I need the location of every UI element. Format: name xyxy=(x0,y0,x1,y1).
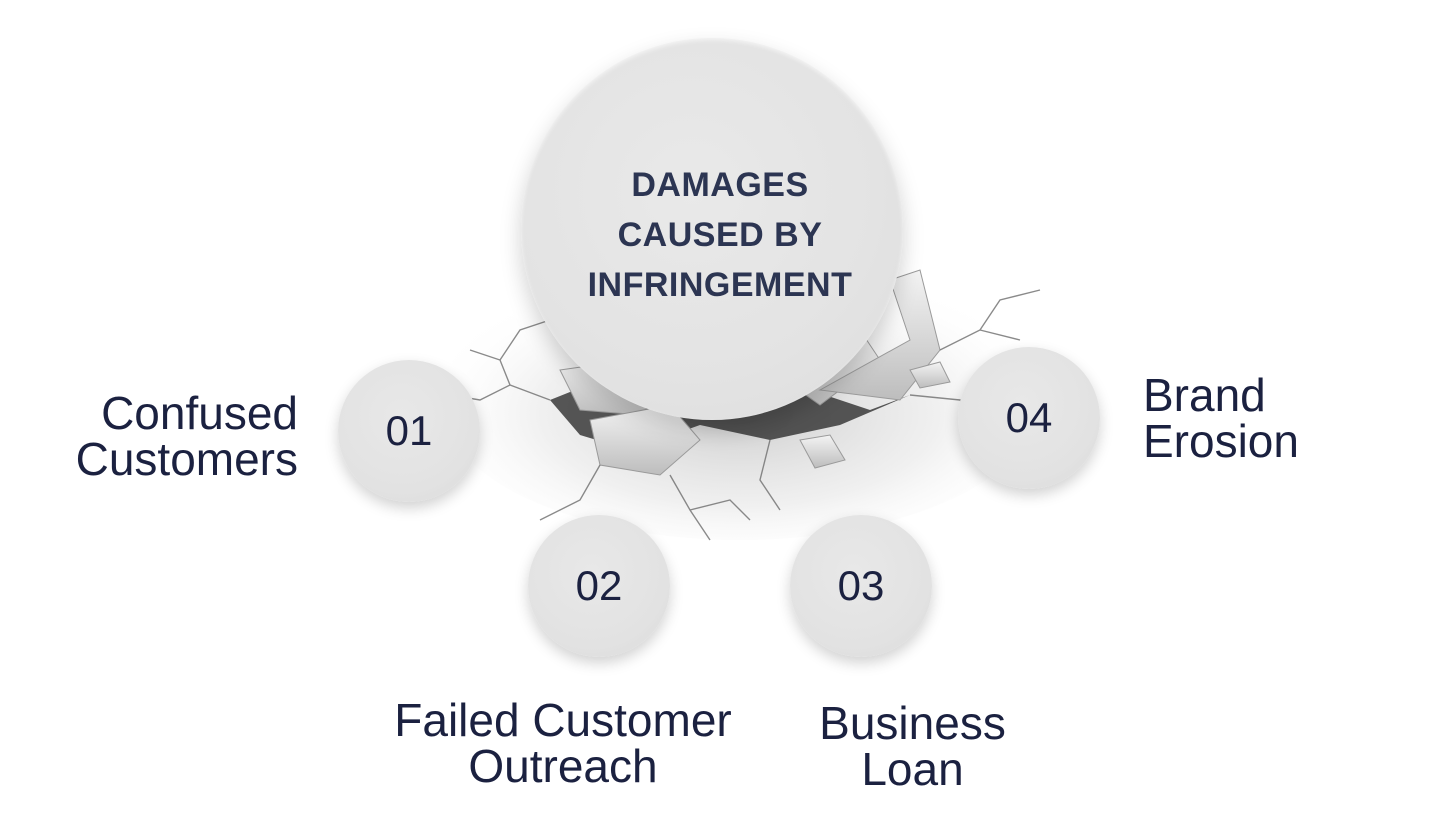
item-02-circle: 02 xyxy=(528,515,670,657)
central-circle xyxy=(521,38,903,420)
item-01-label: Confused Customers xyxy=(76,390,298,482)
item-03-label: Business Loan xyxy=(805,700,1020,792)
item-04-label-line-1: Brand xyxy=(1143,369,1266,421)
item-01-label-line-1: Confused xyxy=(101,387,298,439)
item-02-label-line-1: Failed Customer xyxy=(394,694,732,746)
item-02-label: Failed Customer Outreach xyxy=(383,697,743,789)
item-03-label-line-2: Loan xyxy=(861,743,964,795)
item-01-circle: 01 xyxy=(338,360,480,502)
item-04-number: 04 xyxy=(1005,394,1053,441)
diagram-title: DAMAGES CAUSED BY INFRINGEMENT xyxy=(587,166,853,304)
item-04-label: Brand Erosion xyxy=(1143,372,1299,464)
item-03-label-line-1: Business xyxy=(819,697,1006,749)
item-02-number: 02 xyxy=(575,562,623,609)
item-03-number: 03 xyxy=(837,562,885,609)
item-01-label-line-2: Customers xyxy=(75,433,298,485)
item-04-label-line-2: Erosion xyxy=(1143,415,1299,467)
item-03-circle: 03 xyxy=(790,515,932,657)
item-02-label-line-2: Outreach xyxy=(468,740,658,792)
item-04-circle: 04 xyxy=(958,347,1100,489)
item-01-number: 01 xyxy=(385,407,433,454)
